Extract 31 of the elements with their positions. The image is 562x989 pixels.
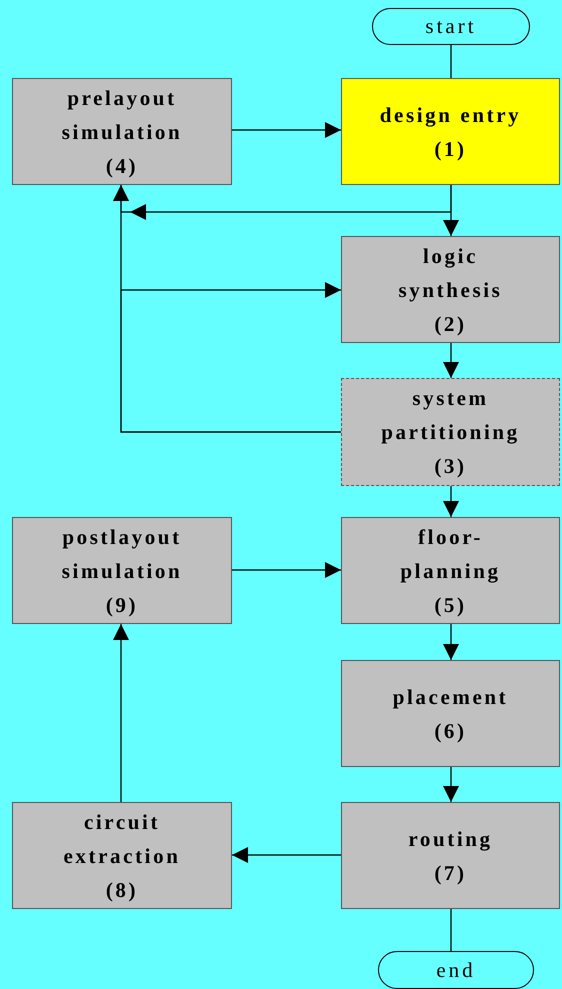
step-label: design entry (380, 102, 522, 129)
step-label: end (436, 958, 476, 982)
step-number: (5) (434, 592, 467, 618)
step-number: (7) (434, 860, 467, 886)
step-label: routing (408, 826, 493, 853)
terminal-pill (372, 8, 530, 45)
process-box (12, 78, 232, 185)
process-box (341, 517, 560, 624)
process-box (341, 660, 560, 767)
step-label: prelayout simulation (60, 84, 184, 146)
process-box (341, 378, 560, 486)
step-number: (8) (106, 876, 138, 904)
step-label: logic synthesis (398, 242, 504, 304)
step-number: (9) (106, 592, 138, 618)
step-label: system partitioning (380, 385, 521, 446)
step-label: postlayout simulation (60, 524, 184, 584)
process-box (12, 802, 232, 909)
terminal-pill (378, 951, 534, 989)
step-label: circuit extraction (62, 808, 182, 870)
process-box (341, 236, 560, 343)
process-box (341, 802, 560, 909)
step-label: placement (392, 684, 508, 710)
step-number: (1) (434, 136, 467, 162)
step-label: start (425, 14, 477, 39)
step-label: floor-planning (399, 524, 502, 585)
step-number: (3) (434, 453, 467, 480)
step-number: (4) (106, 152, 138, 180)
step-number: (2) (434, 310, 467, 338)
step-number: (6) (434, 718, 467, 744)
process-box (341, 78, 560, 185)
process-box (12, 517, 232, 624)
